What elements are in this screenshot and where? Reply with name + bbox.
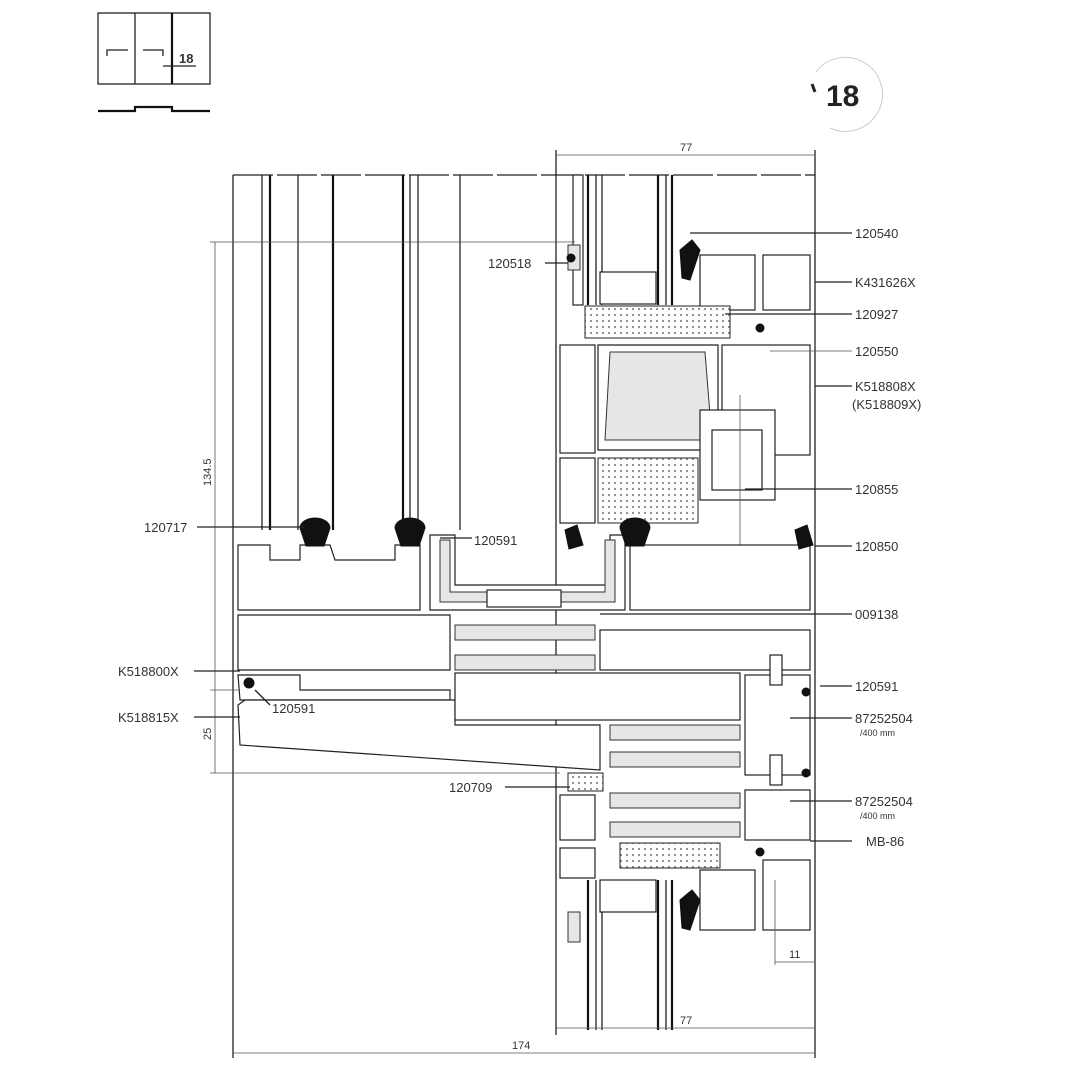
- label-120591-right: 120591: [855, 679, 898, 694]
- labels-right: 120540 K431626X 120927 120550 K518808X (…: [600, 226, 921, 849]
- dim-top-width: 77: [680, 142, 692, 154]
- label-120518: 120518: [488, 256, 531, 271]
- label-87252504-b: 87252504: [855, 794, 913, 809]
- key-plan-plan-view: [98, 105, 210, 113]
- gasket-icon: [679, 239, 701, 281]
- label-120540: 120540: [855, 226, 898, 241]
- key-plan-number: 18: [179, 51, 193, 66]
- section-circle-icon: [815, 56, 883, 132]
- sash-profile-lower: [559, 772, 811, 1030]
- label-K518800X: K518800X: [118, 664, 179, 679]
- label-120855: 120855: [855, 482, 898, 497]
- fixed-glazing: [261, 175, 461, 530]
- transom: [237, 517, 814, 838]
- label-120717: 120717: [144, 520, 187, 535]
- label-120927: 120927: [855, 307, 898, 322]
- thermal-break: [454, 624, 741, 838]
- dim-height-upper: 134.5: [202, 458, 214, 486]
- dim-bottom-width: 77: [680, 1015, 692, 1027]
- dim-total-width: 174: [512, 1040, 530, 1052]
- label-87252504-a-note: /400 mm: [860, 728, 895, 738]
- sliding-glazing-upper: [566, 174, 811, 311]
- label-120850: 120850: [855, 539, 898, 554]
- label-120591-top: 120591: [474, 533, 517, 548]
- dimensions: 77 77 174 134.5 25 11: [202, 142, 815, 1054]
- label-K518809X: (K518809X): [852, 397, 921, 412]
- label-120709: 120709: [449, 780, 492, 795]
- key-plan: 18: [97, 12, 211, 113]
- label-K518815X: K518815X: [118, 710, 179, 725]
- outline: [232, 150, 816, 1058]
- dim-offset: 11: [789, 949, 800, 961]
- sash-profile-upper: [559, 305, 811, 560]
- label-87252504-b-note: /400 mm: [860, 811, 895, 821]
- gaskets: [243, 517, 814, 778]
- dim-height-lower: 25: [202, 728, 214, 740]
- label-MB-86: MB-86: [866, 834, 904, 849]
- label-120550: 120550: [855, 344, 898, 359]
- label-K431626X: K431626X: [855, 275, 916, 290]
- section-number: 18: [826, 80, 859, 113]
- labels-left: 120518 120717 120591 K518800X K518815X 1…: [118, 256, 570, 795]
- label-K518808X: K518808X: [855, 379, 916, 394]
- opening-direction-icon: [106, 49, 164, 56]
- label-120591-left: 120591: [272, 701, 315, 716]
- key-plan-frame: [97, 12, 211, 85]
- label-009138: 009138: [855, 607, 898, 622]
- label-87252504-a: 87252504: [855, 711, 913, 726]
- section-marker: 18: [810, 56, 883, 132]
